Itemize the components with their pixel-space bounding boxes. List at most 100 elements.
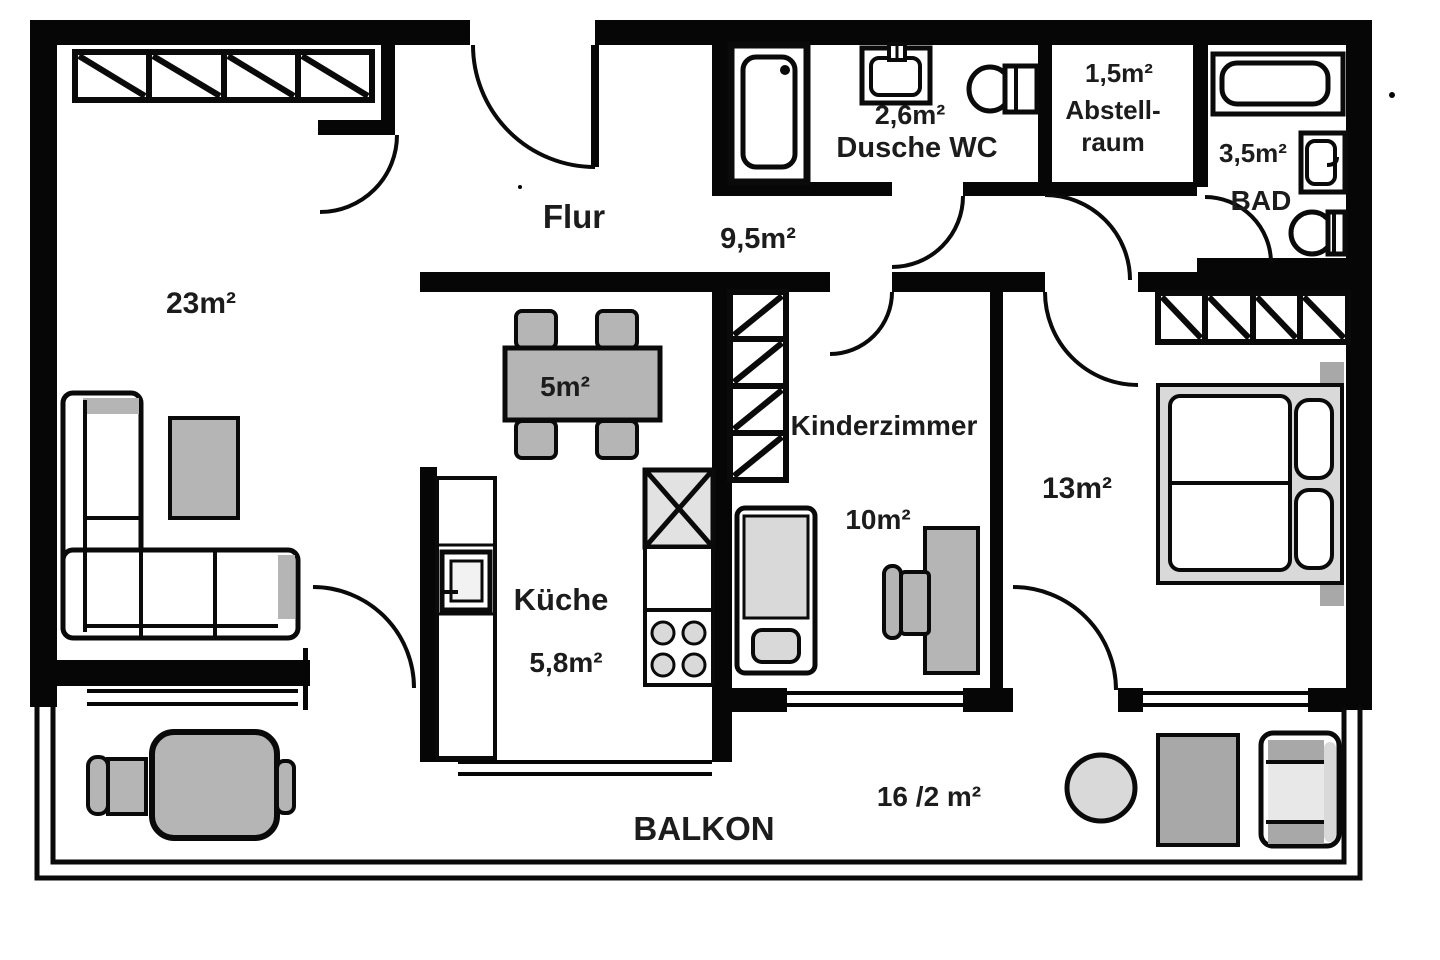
balcony-round-table-icon — [1064, 752, 1138, 824]
bad-sink-basin — [1305, 139, 1337, 186]
wall-outer-right — [1346, 20, 1372, 710]
wall-flur-bottom-east — [892, 272, 1045, 292]
label-bad: BAD — [1231, 185, 1292, 216]
window-frame-living-door — [303, 648, 308, 710]
dining-chair-icon — [595, 309, 639, 350]
sofa-armrest — [278, 555, 295, 619]
dining-chair-icon — [595, 419, 639, 460]
sofa-horizontal-section — [60, 547, 301, 641]
lounge-chair-head — [1268, 740, 1324, 762]
wall-dusche-left — [712, 43, 730, 196]
label-flur: Flur — [543, 198, 605, 235]
label-kueche-area: 5,8m² — [529, 647, 602, 678]
dining-set — [502, 309, 663, 460]
bad-toilet-tank — [1325, 209, 1348, 257]
balcony-table-icon — [149, 729, 280, 841]
door-arcs — [312, 44, 1273, 691]
dining-chair-icon — [514, 419, 558, 460]
balcony-chair-seat — [106, 757, 148, 816]
bed-pillow — [1294, 488, 1334, 570]
wall-living-stub — [318, 120, 395, 135]
balcony-planter-icon — [1156, 733, 1240, 847]
lounge-chair-back — [1324, 742, 1336, 842]
kinderzimmer-furniture — [734, 505, 980, 676]
desk-chair-seat — [899, 570, 931, 636]
kitchen-appliance-inner — [449, 559, 484, 603]
label-abstell-1: Abstell- — [1065, 95, 1160, 125]
dusche-wc-fixtures — [727, 41, 1040, 186]
wall-flur-bottom-west — [420, 272, 830, 292]
wc-sink-basin — [869, 56, 922, 97]
balcony-railing-outer — [34, 707, 1363, 881]
wardrobe-kinderzimmer-icon — [727, 289, 789, 483]
wall-bedroom-north — [1138, 272, 1372, 292]
window-living-2 — [87, 702, 298, 706]
kinderzimmer-door-arc — [829, 291, 894, 356]
label-dusche-area: 2,6m² — [875, 100, 946, 130]
window-living — [87, 689, 298, 693]
wall-living-right — [381, 43, 395, 128]
stray-mark-right — [1389, 92, 1395, 98]
bad-door-arc — [1204, 195, 1273, 264]
label-schlafzimmer-area: 13m² — [1042, 472, 1112, 505]
bedroom-furniture — [1156, 362, 1344, 606]
label-abstell-area: 1,5m² — [1085, 58, 1153, 88]
wall-kitchen-left — [420, 467, 437, 689]
stove-burner — [650, 620, 676, 646]
label-table-area: 5m² — [540, 371, 590, 402]
bathtub-inner — [1219, 60, 1331, 107]
rug-icon — [168, 416, 240, 520]
entrance-door-leaf — [591, 45, 599, 167]
nightstand-icon — [1320, 585, 1344, 606]
balcony-railing — [34, 707, 1363, 881]
wall-bedroom-bottom-west — [1118, 688, 1143, 712]
lounge-chair-seat — [1268, 762, 1324, 822]
stove-burner — [681, 652, 707, 678]
dining-table-icon — [502, 345, 663, 423]
kitchen-mid-counter — [643, 545, 715, 612]
wardrobes — [72, 49, 1351, 483]
bad-sink-tap — [1326, 156, 1339, 167]
label-kueche: Küche — [514, 582, 609, 617]
wall-bedroom-bottom-east — [1308, 688, 1346, 712]
label-balkon: BALKON — [633, 810, 774, 847]
label-abstell-2: raum — [1081, 127, 1145, 157]
dining-chair-icon — [514, 309, 558, 350]
wall-top-left — [30, 20, 470, 45]
living-furniture — [60, 390, 301, 641]
window-kitchen-2 — [458, 772, 712, 776]
wall-kinder-bed-partition — [990, 285, 1003, 690]
wall-bad-bottom — [1197, 258, 1372, 274]
stove-burner — [681, 620, 707, 646]
window-kitchen — [458, 760, 712, 764]
label-bad-area: 3,5m² — [1219, 138, 1287, 168]
wall-abstell-left — [1038, 45, 1052, 193]
label-flur-area: 9,5m² — [720, 223, 796, 255]
balcony-chair-stub — [275, 759, 296, 815]
shower-drain — [780, 65, 790, 75]
windows — [87, 689, 1308, 776]
bedroom-door-arc-upper — [1044, 193, 1132, 281]
nightstand-icon — [1320, 362, 1344, 383]
single-bed-pillow — [751, 628, 801, 664]
wall-dusche-bottom-east — [963, 182, 1197, 196]
balcony-furniture — [86, 729, 1342, 849]
label-kinderzimmer-area: 10m² — [845, 504, 910, 535]
balcony-railing-inner — [50, 707, 1347, 865]
shower-tray — [740, 54, 798, 170]
bedroom-door-arc-lower — [1043, 291, 1139, 387]
desk-chair-back — [882, 564, 903, 640]
wall-top-right — [595, 20, 1372, 45]
stray-mark-flur — [518, 185, 522, 189]
desk-icon — [923, 526, 980, 675]
wardrobe-living-icon — [72, 49, 375, 103]
stove-burner — [650, 652, 676, 678]
window-kinderzimmer — [787, 691, 963, 695]
wc-toilet-tank — [1002, 63, 1040, 115]
wall-kinder-bottom-east — [963, 688, 1013, 712]
label-balkon-area: 16 /2 m² — [877, 781, 981, 812]
wall-kinder-bottom-west — [712, 688, 787, 712]
living-balcony-door-arc — [312, 585, 416, 689]
